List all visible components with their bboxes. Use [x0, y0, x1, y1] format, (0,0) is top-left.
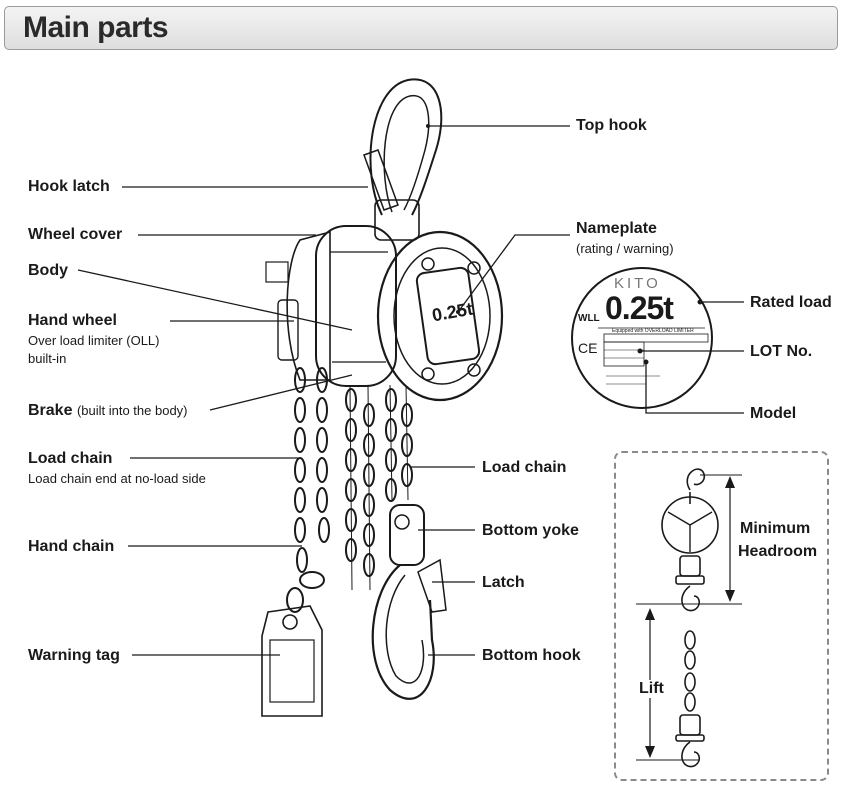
label-hook-latch: Hook latch: [28, 178, 110, 195]
label-latch: Latch: [482, 574, 525, 591]
label-body: Body: [28, 262, 68, 279]
label-nameplate: Nameplate: [576, 220, 657, 237]
label-lift: Lift: [637, 680, 666, 698]
label-hand-chain: Hand chain: [28, 538, 115, 555]
label-rated-load: Rated load: [750, 294, 832, 311]
label-lot-no: LOT No.: [750, 343, 813, 360]
label-load-chain-note: Load chain end at no-load side: [28, 471, 206, 486]
leader-model: [645, 362, 744, 414]
label-hand-wheel-note-2: built-in: [28, 351, 67, 366]
label-load-chain-right: Load chain: [482, 459, 567, 476]
label-hand-wheel-note-1: Over load limiter (OLL): [28, 333, 160, 348]
leader-nameplate: [457, 234, 570, 313]
label-load-chain-left: Load chain: [28, 450, 113, 467]
nameplate-rating: 0.25t: [605, 290, 674, 326]
label-bottom-yoke: Bottom yoke: [482, 522, 579, 539]
label-brake-text: Brake: [28, 402, 73, 419]
label-nameplate-note: (rating / warning): [576, 241, 674, 256]
label-hand-wheel: Hand wheel: [28, 312, 117, 329]
nameplate-brand: KITO: [614, 275, 661, 292]
label-headroom: Headroom: [738, 543, 818, 560]
headroom-lift-inset: [614, 451, 829, 781]
label-brake-note: (built into the body): [76, 403, 188, 418]
page-title: Main parts: [23, 11, 169, 44]
label-top-hook: Top hook: [576, 117, 647, 134]
nameplate-equipped: Equipped with OVERLOAD LIMITER: [612, 328, 694, 334]
leader-body: [77, 269, 353, 331]
label-warning-tag: Warning tag: [28, 647, 120, 664]
section-header: Main parts: [4, 6, 838, 50]
label-minimum: Minimum: [740, 520, 811, 537]
label-model: Model: [750, 405, 797, 422]
label-bottom-hook: Bottom hook: [482, 647, 581, 664]
nameplate-wll: WLL: [578, 313, 600, 324]
nameplate-ce: CE: [578, 340, 598, 356]
label-brake: Brake (built into the body): [28, 402, 188, 420]
label-wheel-cover: Wheel cover: [28, 226, 123, 243]
